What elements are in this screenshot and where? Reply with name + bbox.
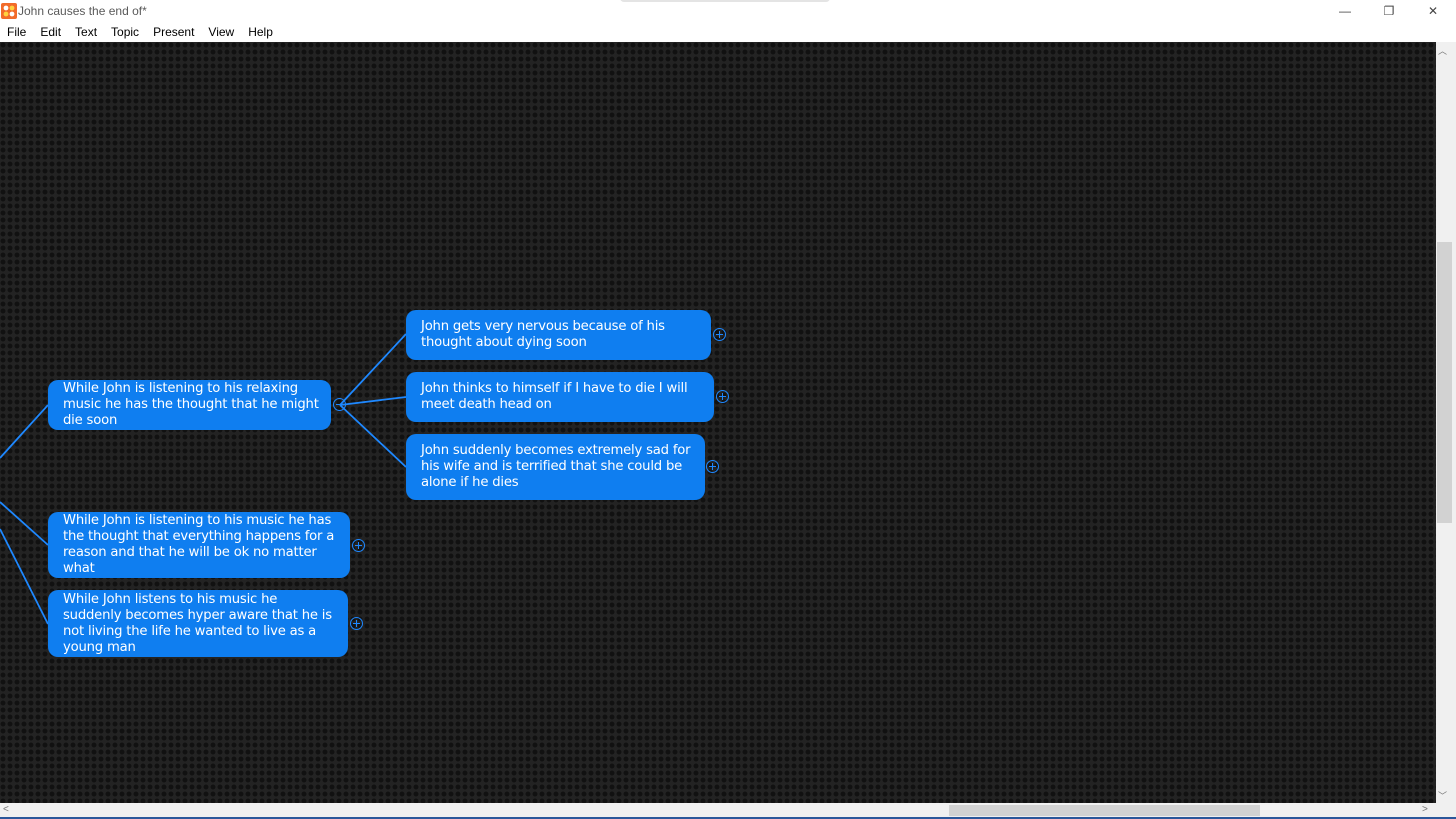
scroll-up-icon[interactable]: ︿	[1438, 46, 1448, 56]
scrollbar-corner	[1436, 803, 1456, 819]
scroll-left-icon[interactable]: <	[3, 804, 9, 815]
title-bar-highlight	[620, 0, 830, 2]
expand-plus-icon[interactable]	[716, 390, 729, 403]
topic-text: While John is listening to his music he …	[63, 513, 335, 576]
collapse-minus-icon[interactable]	[333, 398, 346, 411]
menu-topic[interactable]: Topic	[111, 25, 140, 39]
expand-plus-icon[interactable]	[352, 539, 365, 552]
menu-view[interactable]: View	[208, 25, 235, 39]
topic-text: While John listens to his music he sudde…	[63, 591, 332, 655]
connector-main-child-1	[339, 333, 407, 406]
menu-edit[interactable]: Edit	[40, 25, 62, 39]
menu-present[interactable]: Present	[153, 25, 195, 39]
close-icon: ✕	[1427, 4, 1439, 18]
connector-root-branch-3	[0, 528, 49, 625]
menu-help[interactable]: Help	[248, 25, 273, 39]
topic-main-branch[interactable]: While John is listening to his relaxing …	[48, 380, 331, 430]
minimize-button[interactable]: —	[1323, 0, 1367, 22]
window-title: John causes the end of*	[18, 4, 147, 18]
topic-connectors	[0, 333, 407, 625]
title-bar: John causes the end of* — ❐ ✕	[0, 0, 1456, 22]
topic-text: John suddenly becomes extremely sad for …	[421, 443, 691, 490]
scroll-down-icon[interactable]: ﹀	[1438, 791, 1448, 801]
expand-plus-icon[interactable]	[713, 328, 726, 341]
vertical-scroll-thumb[interactable]	[1437, 242, 1452, 523]
scroll-right-icon[interactable]: >	[1422, 804, 1428, 815]
connector-main-child-3	[339, 404, 407, 468]
connector-root-main	[0, 404, 49, 459]
window-bottom-border	[0, 817, 1456, 819]
menu-bar: File Edit Text Topic Present View Help	[0, 22, 1456, 42]
topic-child-2[interactable]: John thinks to himself if I have to die …	[406, 372, 714, 422]
minimize-icon: —	[1339, 4, 1351, 18]
expand-plus-icon[interactable]	[350, 617, 363, 630]
connector-main-child-2	[339, 396, 407, 406]
horizontal-scroll-thumb[interactable]	[949, 805, 1260, 816]
topic-child-1[interactable]: John gets very nervous because of his th…	[406, 310, 711, 360]
topic-branch-2[interactable]: While John is listening to his music he …	[48, 512, 350, 578]
mind-map-canvas[interactable]: While John is listening to his relaxing …	[0, 42, 1436, 803]
app-logo-icon	[1, 3, 17, 19]
close-button[interactable]: ✕	[1411, 0, 1455, 22]
restore-icon: ❐	[1383, 4, 1395, 18]
menu-file[interactable]: File	[7, 25, 27, 39]
menu-text[interactable]: Text	[75, 25, 98, 39]
topic-child-3[interactable]: John suddenly becomes extremely sad for …	[406, 434, 705, 500]
topic-branch-3[interactable]: While John listens to his music he sudde…	[48, 590, 348, 657]
maximize-button[interactable]: ❐	[1367, 0, 1411, 22]
topic-text: John thinks to himself if I have to die …	[421, 381, 688, 412]
topic-text: While John is listening to his relaxing …	[63, 381, 319, 428]
expand-plus-icon[interactable]	[706, 460, 719, 473]
topic-text: John gets very nervous because of his th…	[421, 319, 665, 350]
connector-root-branch-2	[0, 501, 49, 546]
